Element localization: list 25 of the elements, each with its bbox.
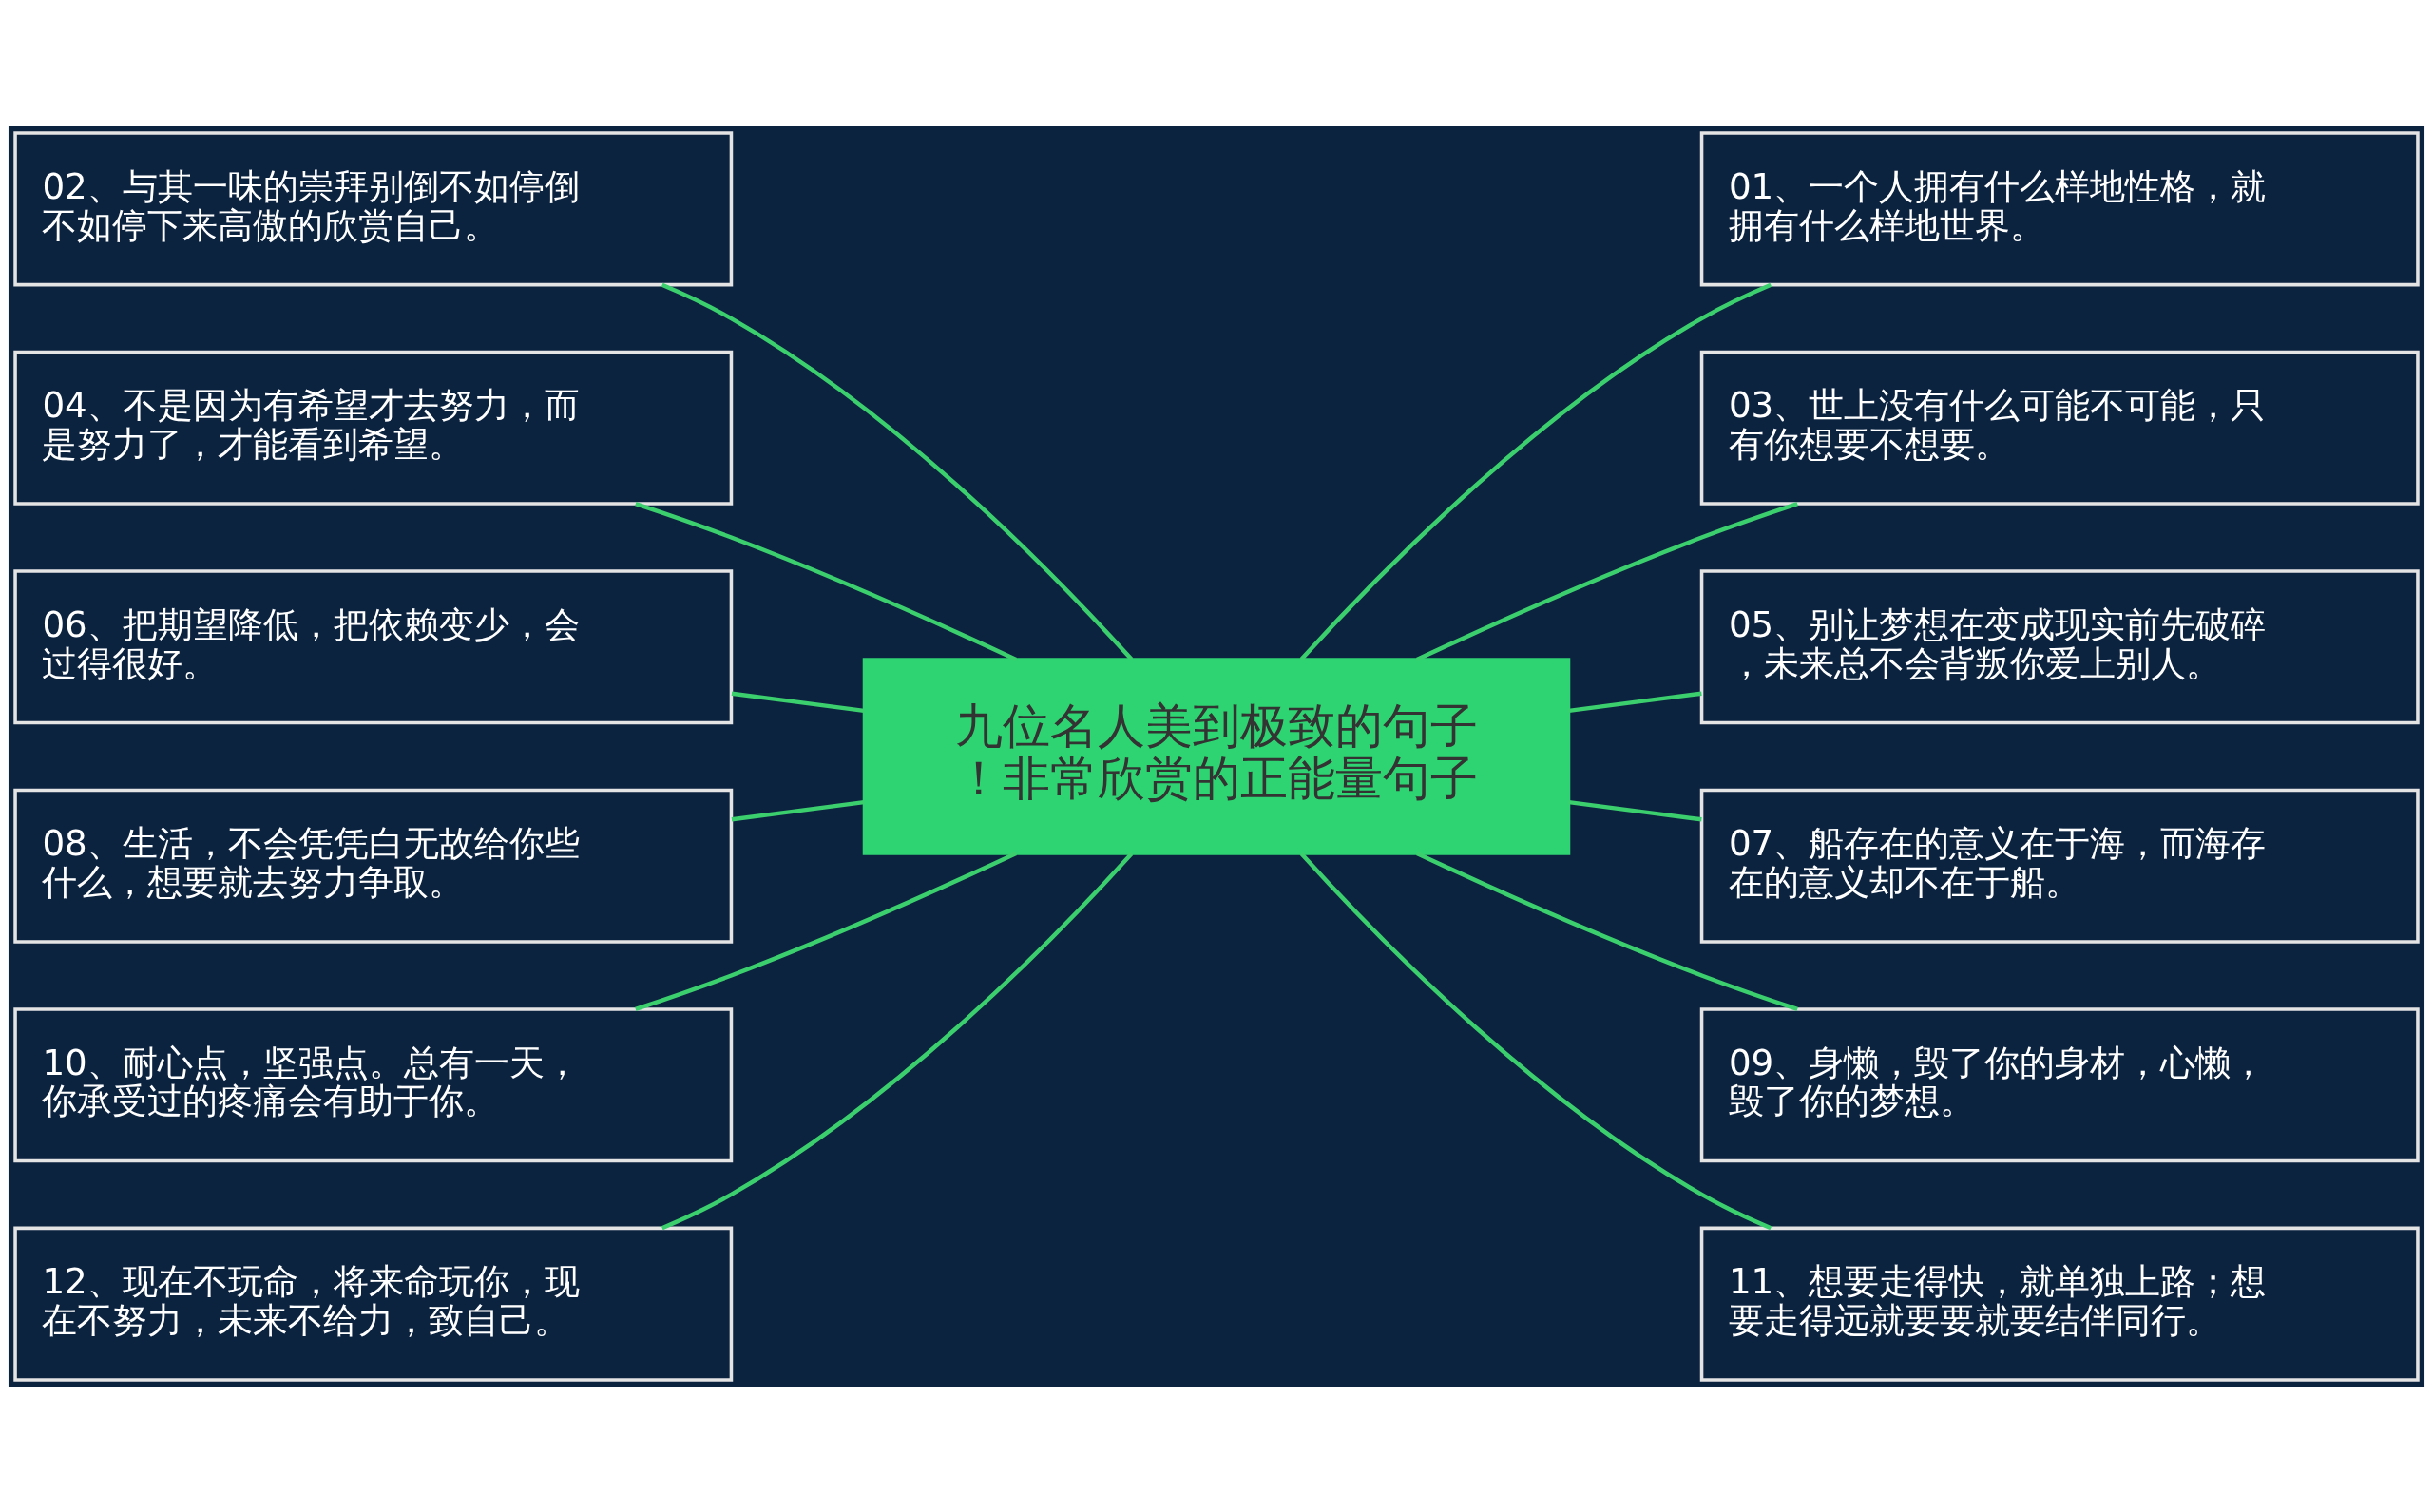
connector <box>1415 851 1798 1011</box>
node-box: 04、不是因为有希望才去努力，而是努力了，才能看到希望。 <box>13 350 734 506</box>
node-box: 12、现在不玩命，将来命玩你，现在不努力，未来不给力，致自己。 <box>13 1226 734 1382</box>
connector <box>1568 799 1702 821</box>
node-box: 06、把期望降低，把依赖变少，会过得很好。 <box>13 568 734 724</box>
node-box: 11、想要走得快，就单独上路；想要走得远就要要就要结伴同行。 <box>1699 1226 2420 1382</box>
connector <box>661 282 1134 660</box>
connector <box>731 691 865 713</box>
connector <box>1568 691 1702 713</box>
node-box: 05、别让梦想在变成现实前先破碎，未来总不会背叛你爱上别人。 <box>1699 568 2420 724</box>
node-box: 09、身懒，毁了你的身材，心懒，毁了你的梦想。 <box>1699 1006 2420 1162</box>
connector <box>1299 852 1772 1230</box>
node-box: 07、船存在的意义在于海，而海存在的意义却不在于船。 <box>1699 788 2420 944</box>
node-box: 10、耐心点，坚强点。总有一天，你承受过的疼痛会有助于你。 <box>13 1006 734 1162</box>
connector <box>1415 501 1798 661</box>
node-box: 03、世上没有什么可能不可能，只有你想要不想要。 <box>1699 350 2420 506</box>
connector <box>731 799 865 821</box>
connector <box>661 852 1134 1230</box>
node-box: 01、一个人拥有什么样地性格，就拥有什么样地世界。 <box>1699 130 2420 286</box>
node-box: 02、与其一味的崇拜别倒不如停倒不如停下来高傲的欣赏自己。 <box>13 130 734 286</box>
connector <box>1299 282 1772 660</box>
node-box: 08、生活，不会凭凭白无故给你些什么，想要就去努力争取。 <box>13 788 734 944</box>
connector <box>635 501 1018 661</box>
connector <box>635 851 1018 1011</box>
node-box: 九位名人美到极致的句子！非常欣赏的正能量句子 <box>862 657 1571 855</box>
